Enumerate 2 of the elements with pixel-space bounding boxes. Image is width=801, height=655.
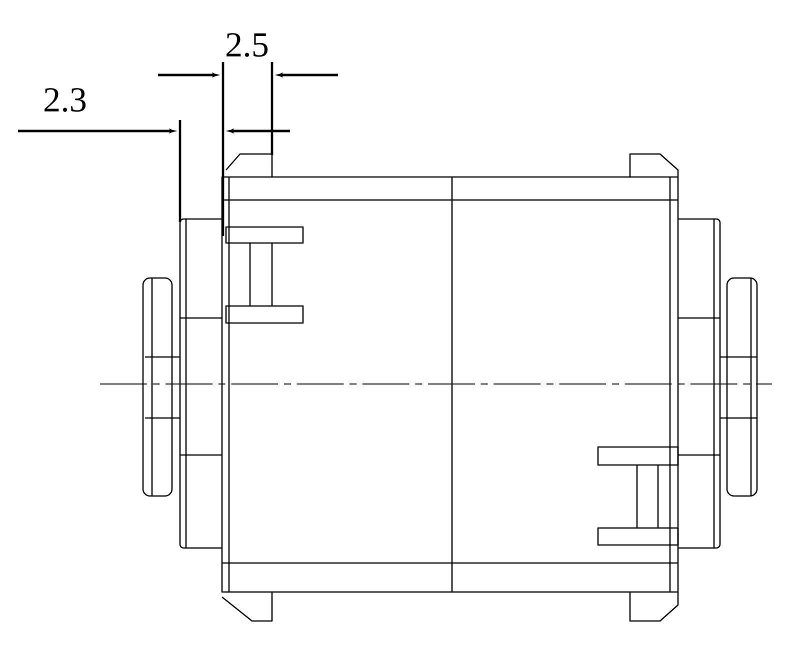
dimension-label: 2.5 <box>226 33 268 57</box>
dimension-label: 2.3 <box>44 88 86 112</box>
